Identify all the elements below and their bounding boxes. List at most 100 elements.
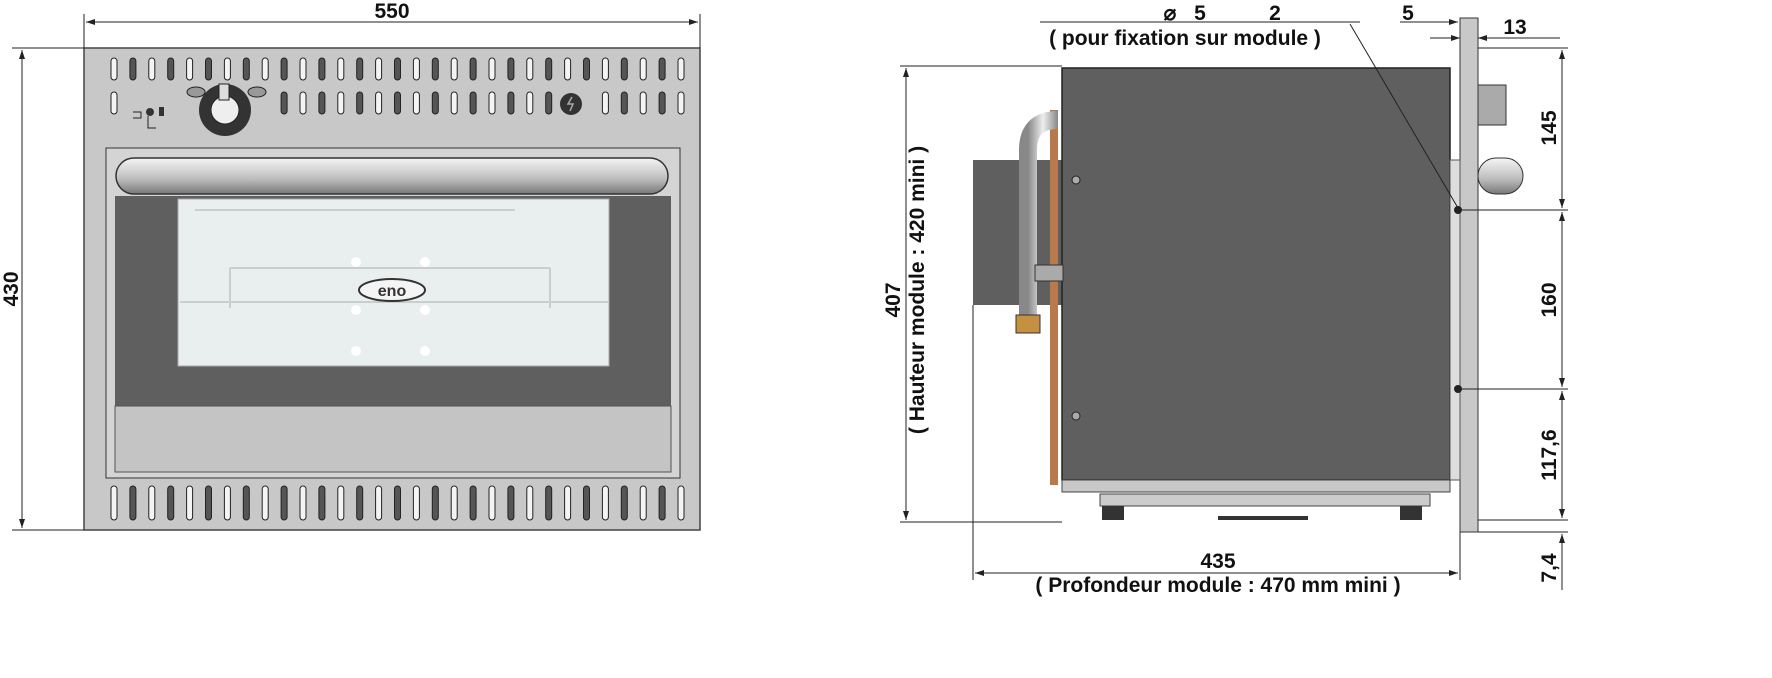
hole-diameter-label: 5: [1194, 2, 1206, 25]
door-handle-side: [1477, 157, 1524, 195]
front-height-label: 430: [0, 271, 23, 306]
vent-slot: [469, 57, 477, 81]
vent-slot: [488, 57, 496, 81]
vent-slot: [450, 57, 458, 81]
pipe-fitting: [1015, 314, 1041, 334]
vent-slot: [677, 485, 685, 521]
vent-slot: [261, 485, 269, 521]
fixing-hole-bottom: [1454, 385, 1462, 393]
vent-slot: [356, 485, 364, 521]
vent-slot: [110, 91, 118, 115]
door-handle[interactable]: [115, 157, 669, 195]
vent-slot: [412, 485, 420, 521]
bottom-hole-label: 117,6: [1538, 429, 1561, 480]
vent-slot: [412, 57, 420, 81]
svg-text:eno: eno: [378, 283, 407, 300]
vent-slot: [318, 57, 326, 81]
vent-slot: [658, 91, 666, 115]
vent-slot: [261, 57, 269, 81]
oven-body: [1061, 67, 1451, 481]
vent-slot: [507, 91, 515, 115]
vent-slot: [242, 485, 250, 521]
gas-valve-icon: [133, 107, 164, 129]
vent-slot: [601, 485, 609, 521]
vent-slot: [412, 91, 420, 115]
vent-slot: [318, 91, 326, 115]
vent-slot: [620, 91, 628, 115]
vent-slot: [431, 485, 439, 521]
vent-slot: [280, 57, 288, 81]
vent-slot: [299, 485, 307, 521]
vent-slot: [507, 485, 515, 521]
vent-slot: [526, 91, 534, 115]
vent-slot: [394, 57, 401, 81]
vent-slot: [469, 485, 477, 521]
vent-slot: [148, 57, 156, 81]
svg-text:⌀: ⌀: [1164, 2, 1177, 25]
vent-slot: [394, 91, 401, 115]
bottom-vents: [110, 485, 685, 521]
top-hole-label: 145: [1538, 110, 1561, 145]
vent-slot: [242, 57, 250, 81]
vent-slot: [337, 57, 345, 81]
vent-slot: [639, 485, 647, 521]
vent-slot: [564, 485, 572, 521]
vent-slot: [677, 57, 685, 81]
knob-side: [1477, 84, 1507, 126]
gas-pipe: [1050, 110, 1058, 485]
vent-slot: [620, 485, 628, 521]
middle-vents: [110, 91, 685, 115]
front-plate: [1459, 17, 1479, 533]
igniter-button[interactable]: [560, 93, 582, 115]
fixing-note: ( pour fixation sur module ): [1049, 27, 1321, 50]
vent-slot: [545, 57, 553, 81]
vent-slot: [129, 57, 137, 81]
fixing-hole-top: [1454, 206, 1462, 214]
vent-slot: [639, 57, 647, 81]
vent-slot: [167, 57, 175, 81]
bottom-offset-label: 7,4: [1538, 553, 1561, 583]
hole-count-label: 2: [1269, 2, 1281, 25]
door-lower-panel: [114, 405, 672, 473]
plate-thickness-label: 13: [1503, 16, 1526, 39]
brand-logo: eno: [358, 278, 426, 302]
flue-box: [973, 160, 1063, 305]
vent-slot: [450, 91, 458, 115]
vent-slot: [639, 91, 647, 115]
flue-pipe: [1019, 111, 1059, 320]
vent-slot: [375, 91, 383, 115]
vent-slot: [545, 91, 553, 115]
oven-rack: [180, 209, 608, 308]
vent-slot: [677, 91, 685, 115]
vent-slot: [658, 485, 666, 521]
vent-slot: [205, 57, 212, 81]
front-view: eno 550 430: [0, 0, 701, 531]
rack-holes: [351, 257, 430, 356]
vent-slot: [356, 57, 364, 81]
vent-slot: [299, 57, 307, 81]
vent-slot: [620, 57, 628, 81]
top-vents: [110, 57, 685, 81]
vent-slot: [450, 485, 458, 521]
vent-slot: [545, 485, 553, 521]
vent-slot: [129, 485, 137, 521]
vent-slot: [564, 57, 572, 81]
vent-slot: [167, 485, 175, 521]
vent-slot: [507, 57, 515, 81]
vent-slot: [526, 485, 534, 521]
depth-note: ( Profondeur module : 470 mm mini ): [1035, 574, 1400, 597]
vent-slot: [469, 91, 477, 115]
vent-slot: [280, 91, 288, 115]
vent-slot: [337, 91, 345, 115]
vent-slot: [110, 57, 118, 81]
vent-slot: [601, 91, 609, 115]
vent-slot: [280, 485, 288, 521]
vent-slot: [110, 485, 118, 521]
thermostat-knob[interactable]: [186, 83, 267, 136]
side-height-label: 407: [882, 282, 905, 317]
vent-slot: [205, 485, 212, 521]
vent-slot: [223, 57, 231, 81]
vent-slot: [394, 485, 401, 521]
hole-spacing-label: 160: [1538, 282, 1561, 317]
